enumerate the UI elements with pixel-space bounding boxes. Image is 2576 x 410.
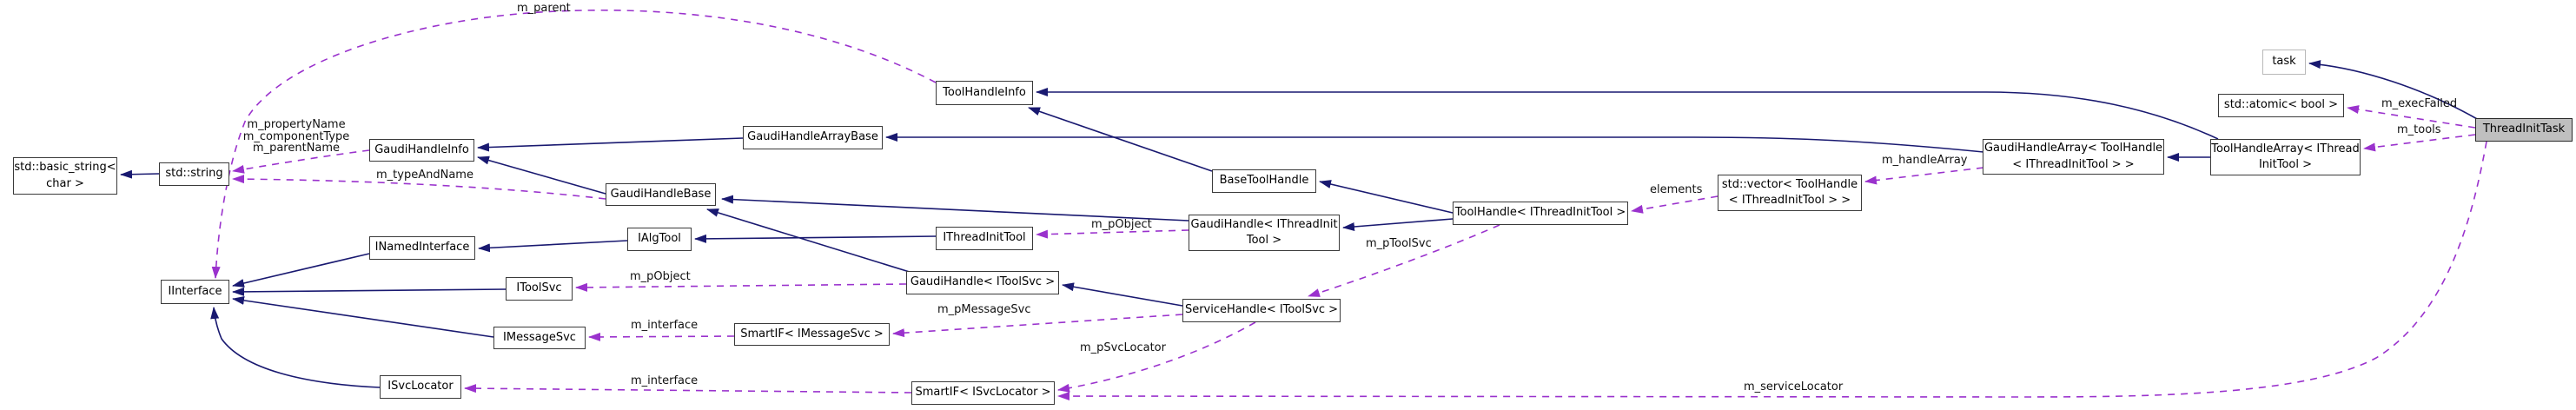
- edge-label-m-handlearray: m_handleArray: [1882, 154, 1968, 167]
- node-threadinittask: ThreadInitTask: [2475, 118, 2573, 142]
- node-tool-handle-info[interactable]: ToolHandleInfo: [936, 81, 1033, 105]
- node-gaudi-handle-itoolsvc[interactable]: GaudiHandle< IToolSvc >: [906, 271, 1059, 294]
- node-inamedinterface[interactable]: INamedInterface: [369, 236, 475, 260]
- edge-label-m-pobject-thread: m_pObject: [1091, 218, 1152, 231]
- edge-label-propertyname-group: m_propertyName m_componentType m_parentN…: [242, 118, 350, 155]
- node-std-vector-toolhandle[interactable]: std::vector< ToolHandle < IThreadInitToo…: [1718, 175, 1862, 211]
- edge-label-m-interface-msg: m_interface: [631, 319, 699, 332]
- node-std-basic-string[interactable]: std::basic_string< char >: [13, 157, 117, 195]
- edge-label-elements: elements: [1650, 183, 1703, 196]
- edge-label-m-servicelocator: m_serviceLocator: [1744, 380, 1844, 393]
- node-itoolsvc[interactable]: IToolSvc: [506, 277, 573, 301]
- edge-label-m-tools: m_tools: [2397, 123, 2441, 136]
- node-isvclocator[interactable]: ISvcLocator: [380, 375, 461, 399]
- edge-label-m-pobject-toolsvc: m_pObject: [630, 270, 691, 283]
- node-ithreadinittool[interactable]: IThreadInitTool: [936, 227, 1033, 250]
- node-toolhandlearray-ithreadinittool[interactable]: ToolHandleArray< IThread InitTool >: [2210, 139, 2361, 175]
- node-toolhandle-ithreadinittool[interactable]: ToolHandle< IThreadInitTool >: [1453, 202, 1628, 225]
- node-smartif-isvclocator[interactable]: SmartIF< ISvcLocator >: [911, 381, 1055, 405]
- node-servicehandle-itoolsvc[interactable]: ServiceHandle< IToolSvc >: [1182, 299, 1341, 322]
- node-gaudi-handle-info[interactable]: GaudiHandleInfo: [369, 139, 474, 162]
- node-imessagesvc[interactable]: IMessageSvc: [493, 327, 586, 349]
- node-smartif-imessagesvc[interactable]: SmartIF< IMessageSvc >: [734, 323, 890, 346]
- edge-label-m-ptoolsvc: m_pToolSvc: [1366, 237, 1432, 250]
- node-gaudi-handle-base[interactable]: GaudiHandleBase: [606, 183, 716, 206]
- node-gaudihandlearray-toolhandle[interactable]: GaudiHandleArray< ToolHandle < IThreadIn…: [1983, 139, 2164, 175]
- node-iinterface[interactable]: IInterface: [161, 280, 229, 304]
- edge-label-m-execfailed: m_execFailed: [2381, 97, 2458, 110]
- node-ialgtool[interactable]: IAlgTool: [627, 228, 692, 251]
- node-base-tool-handle[interactable]: BaseToolHandle: [1212, 169, 1316, 193]
- edge-label-m-parent: m_parent: [517, 2, 571, 15]
- edge-label-m-psvclocator: m_pSvcLocator: [1080, 341, 1166, 354]
- node-gaudi-handle-array-base[interactable]: GaudiHandleArrayBase: [743, 126, 883, 149]
- node-std-atomic-bool[interactable]: std::atomic< bool >: [2218, 94, 2344, 117]
- edge-label-m-typeandname: m_typeAndName: [376, 169, 473, 182]
- node-std-string[interactable]: std::string: [159, 162, 229, 186]
- edge-label-m-interface-svc: m_interface: [631, 374, 699, 387]
- node-task: task: [2262, 50, 2306, 75]
- node-gaudi-handle-ithreadinittool[interactable]: GaudiHandle< IThreadInit Tool >: [1189, 215, 1340, 251]
- edge-label-m-pmessagesvc: m_pMessageSvc: [937, 303, 1031, 316]
